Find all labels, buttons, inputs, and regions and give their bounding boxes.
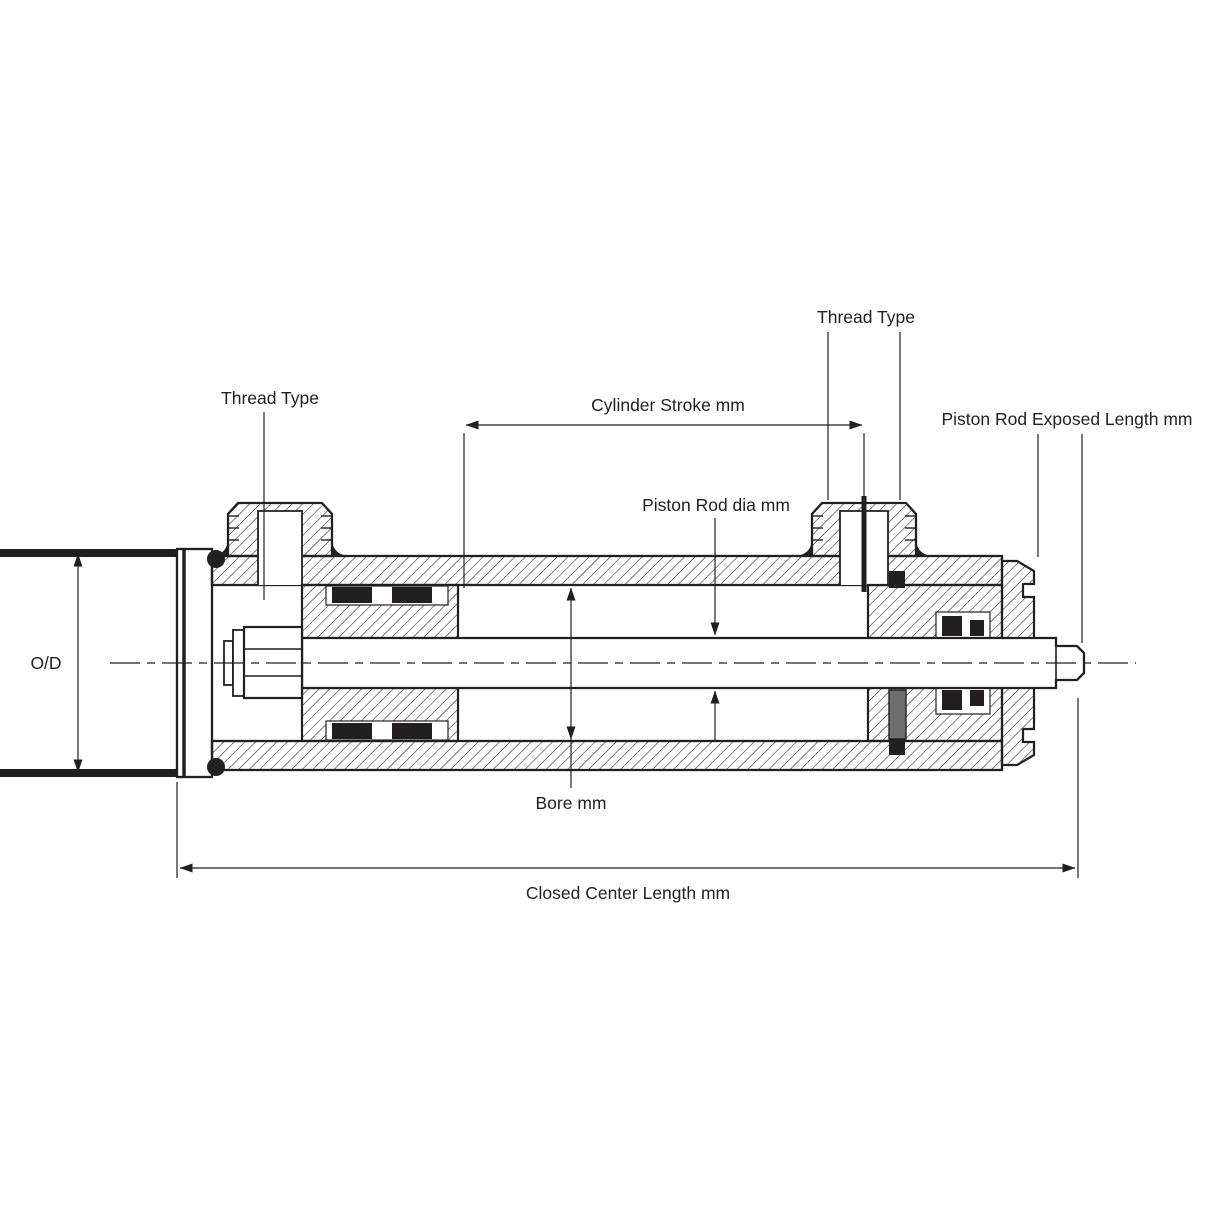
thread-type-right-label: Thread Type: [817, 307, 915, 327]
piston-seal: [332, 723, 372, 739]
piston-rod-exposed-length-label: Piston Rod Exposed Length mm: [942, 409, 1193, 429]
rod-seal: [942, 616, 962, 636]
gland-oring-top: [889, 571, 905, 588]
gland-oring-bottom: [889, 738, 905, 755]
rod-seal: [942, 690, 962, 710]
dim-bore: Bore mm: [536, 587, 607, 813]
piston-seal: [332, 587, 372, 603]
dim-cylinder-stroke: Cylinder Stroke mm: [463, 395, 867, 592]
port-base-fillet-left: [796, 538, 812, 556]
label-thread-type-right: Thread Type: [817, 307, 915, 500]
label-piston-rod-exposed-length: Piston Rod Exposed Length mm: [942, 409, 1193, 643]
dim-outer-diameter: O/D: [30, 553, 83, 773]
cylinder-stroke-label: Cylinder Stroke mm: [591, 395, 745, 415]
port-base-fillet-right: [332, 538, 348, 556]
port-base-fillet-left: [212, 538, 228, 556]
piston-assembly: [300, 583, 460, 743]
thread-serrations-right-port: [812, 515, 916, 541]
piston-seal: [392, 587, 432, 603]
barrel-bottom-wall: [210, 739, 1004, 772]
cylinder-barrel: [210, 554, 1004, 772]
port-left: [212, 501, 348, 585]
dimensions: Thread Type Thread Type Cylinder Stroke …: [30, 307, 1192, 903]
thread-serrations-left-port: [228, 515, 332, 541]
piston-seal: [392, 723, 432, 739]
cushion-sleeve: [888, 689, 907, 740]
dim-closed-center-length: Closed Center Length mm: [176, 698, 1079, 903]
rod-wiper: [970, 690, 984, 706]
label-thread-type-left: Thread Type: [221, 388, 319, 600]
closed-center-length-label: Closed Center Length mm: [526, 883, 730, 903]
rod-wiper: [970, 620, 984, 636]
port-base-fillet-right: [916, 538, 932, 556]
bore-label: Bore mm: [536, 793, 607, 813]
thread-type-left-label: Thread Type: [221, 388, 319, 408]
piston-rod-dia-label: Piston Rod dia mm: [642, 495, 790, 515]
mounting-tube: [0, 549, 177, 777]
od-label: O/D: [30, 653, 61, 673]
dim-piston-rod-dia: Piston Rod dia mm: [642, 495, 790, 740]
